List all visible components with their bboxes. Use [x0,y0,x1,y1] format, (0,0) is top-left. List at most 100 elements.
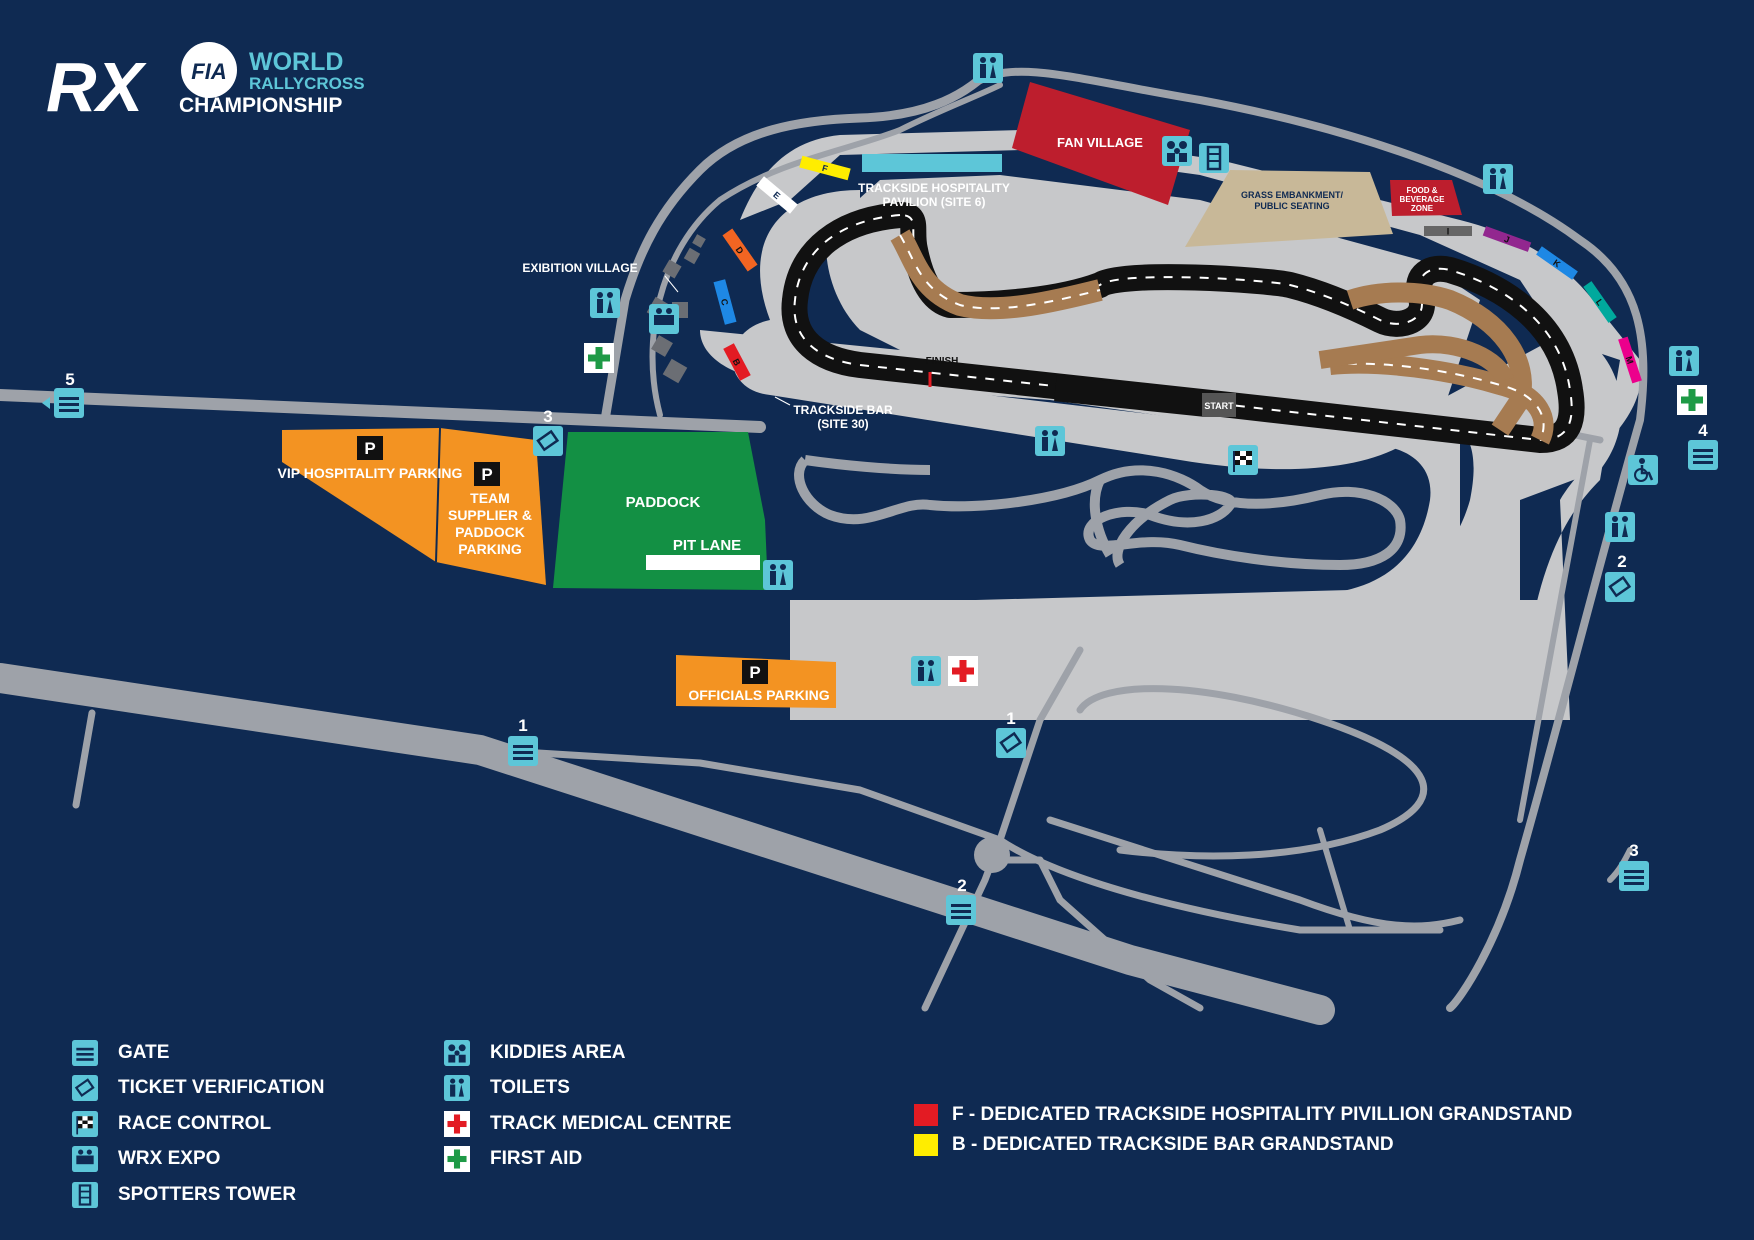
legend-label: KIDDIES AREA [490,1042,626,1063]
wrx-expo-icon [649,304,679,334]
legend-item-kiddies: KIDDIES AREA [444,1040,625,1066]
arrow-left-icon [42,397,50,409]
rx-mark: RX [46,48,148,126]
grandstand-letter: M [1624,355,1636,365]
grandstand-letter: K [1551,257,1562,269]
first-aid-icon [584,343,614,373]
embankment-label: GRASS EMBANKMENT/PUBLIC SEATING [1241,190,1344,211]
gate-number: 2 [957,876,966,895]
medical-icon [948,656,978,686]
finish-label: FINISH [926,356,959,367]
fan-village-area [1012,82,1190,205]
grandstand-letter: E [771,190,782,202]
grandstand-letter: I [1447,227,1450,237]
kiddies-icon [444,1040,470,1066]
parking-symbol: P [749,663,760,682]
grandstand-c: C [713,279,737,325]
logo-rallycross: RALLYCROSS [249,74,365,93]
race-control-icon [1227,444,1259,476]
logo-world: WORLD [249,48,343,76]
grandstand-letter: F [821,163,829,174]
gate-number: 1 [1006,709,1015,728]
exhibition-village-label: EXIBITION VILLAGE [522,261,637,275]
legend-label: F - DEDICATED TRACKSIDE HOSPITALITY PIVI… [952,1104,1573,1125]
road-network [0,65,1648,1025]
toilets-icon [590,288,620,318]
parking-symbol: P [481,465,492,484]
legend-label: TRACK MEDICAL CENTRE [490,1113,732,1134]
legend-label: SPOTTERS TOWER [118,1184,297,1205]
gate-number: 3 [1629,841,1638,860]
grandstand-m: M [1618,336,1642,384]
team-parking-area [436,428,546,585]
kart-track [794,455,1406,570]
grandstand-f: F [799,155,851,181]
grandstands: B C D E F I J K L M [713,155,1642,384]
toilets-icon [911,656,941,686]
first-aid-icon [1677,385,1707,415]
embankment-area [1185,170,1393,247]
logo-championship: CHAMPIONSHIP [179,94,342,117]
legend-label: GATE [118,1042,170,1063]
toilets-icon [1605,512,1635,542]
ticket-icon [72,1075,98,1101]
legend-item-first-aid: FIRST AID [444,1146,582,1172]
grandstand-letter: B [731,357,743,368]
gate-icon [508,736,538,766]
toilets-icon [1669,346,1699,376]
parking-sign-officials [742,660,768,684]
grandstand-letter: J [1503,234,1511,245]
gate-number: 5 [65,370,74,389]
vip-parking-area [282,428,440,562]
medical-icon [444,1111,470,1137]
paddock-label: PADDOCK [626,494,701,511]
ticket-icon [531,424,565,458]
grandstand-e: E [756,176,798,214]
map-icons [42,53,1718,925]
grandstand-swatch [914,1134,938,1156]
legend-label: RACE CONTROL [118,1113,272,1134]
gate-numbers: 5 3 4 2 1 1 2 3 [65,370,1708,895]
fia-text: FIA [191,59,226,84]
pit-lane-label: PIT LANE [673,537,741,554]
toilets-icon [763,560,793,590]
legend-item-medical: TRACK MEDICAL CENTRE [444,1111,731,1137]
grandstand-letter: C [719,298,730,307]
legend-label: WRX EXPO [118,1148,221,1169]
gate-icon [72,1040,98,1066]
grandstand-d: D [722,228,758,272]
kiddies-icon [1162,136,1192,166]
legend-item-toilets: TOILETS [444,1075,570,1101]
ticket-icon [1603,570,1637,604]
toilets-icon [444,1075,470,1101]
ticket-icon [994,726,1028,760]
parking-sign-vip [357,436,383,460]
gate-number: 1 [518,716,527,735]
legend-label: TICKET VERIFICATION [118,1077,325,1098]
gate-icon [946,895,976,925]
toilets-icon [973,53,1003,83]
legend-item-wrx-expo: WRX EXPO [72,1146,220,1172]
race-control-icon [72,1111,98,1137]
toilets-icon [1035,426,1065,456]
grandstand-l: L [1583,281,1617,323]
first-aid-icon [444,1146,470,1172]
legend-label: B - DEDICATED TRACKSIDE BAR GRANDSTAND [952,1134,1394,1155]
gate-icon [1619,861,1649,891]
grandstand-letter: D [734,245,746,256]
vip-parking-label: VIP HOSPITALITY PARKING [278,465,463,481]
race-circuit [781,202,1585,453]
parking-symbol: P [364,439,375,458]
grandstand-i: I [1424,226,1472,237]
wrx-expo-icon [72,1146,98,1172]
legend-item-grandstand-f: F - DEDICATED TRACKSIDE HOSPITALITY PIVI… [914,1102,1572,1128]
officials-parking-label: OFFICIALS PARKING [688,687,829,703]
toilets-icon [1483,164,1513,194]
legend-item-gate: GATE [72,1040,169,1066]
rx-logo: RX FIA WORLD RALLYCROSS CHAMPIONSHIP [46,42,365,126]
hospitality-pavilion [862,154,1002,172]
